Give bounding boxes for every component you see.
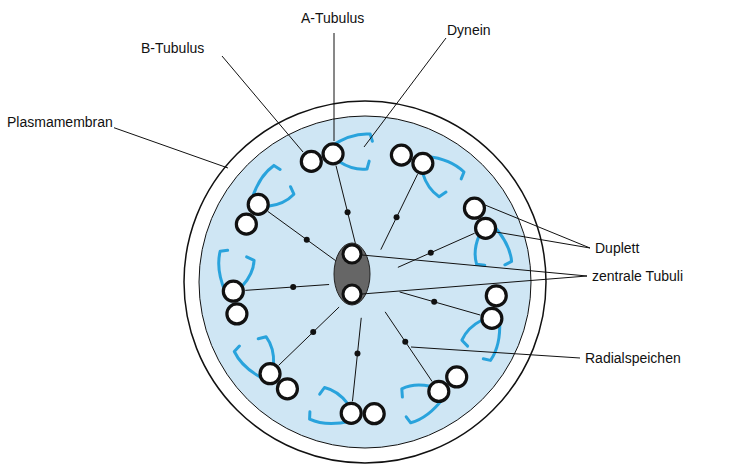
leader-line	[485, 205, 590, 248]
spoke-head	[304, 237, 310, 243]
leader-line	[364, 38, 446, 147]
cytoplasm	[199, 116, 531, 448]
spoke-head	[394, 214, 400, 220]
leader-line	[222, 56, 303, 152]
spoke-head	[402, 339, 408, 345]
radial-spoke	[268, 211, 336, 260]
inner-dynein-arm	[242, 257, 254, 287]
plasma-membrane	[184, 101, 546, 463]
leader-line	[362, 255, 587, 276]
spoke-head	[354, 351, 360, 357]
spoke-head	[290, 284, 296, 290]
b-tubule	[391, 145, 411, 165]
a-tubule	[482, 308, 502, 328]
b-tubule	[301, 151, 321, 171]
leader-line	[496, 232, 590, 248]
b-tubule	[227, 304, 247, 324]
spoke-head	[428, 250, 434, 256]
inner-dynein-arm	[475, 236, 485, 265]
radial-spoke	[352, 318, 361, 402]
leader-lines	[112, 33, 590, 358]
inner-dynein-arm	[268, 187, 294, 207]
a-tubule	[413, 153, 433, 173]
part-label: zentrale Tubuli	[591, 268, 684, 284]
inner-dynein-arm	[402, 385, 430, 397]
part-label: Duplett	[594, 240, 640, 256]
central-sheath	[334, 243, 370, 305]
radial-spoke	[336, 166, 356, 248]
spoke-head	[431, 299, 437, 305]
inner-dynein-arm	[339, 161, 369, 169]
inner-dynein-arm	[258, 337, 273, 365]
leader-line	[112, 127, 228, 168]
inner-dynein-arm	[423, 173, 446, 196]
leader-line	[334, 33, 335, 141]
b-tubule	[464, 198, 484, 218]
radial-spoke	[385, 312, 432, 382]
leader-line	[362, 276, 587, 294]
inner-dynein-arm	[462, 320, 482, 346]
part-label: Plasmamembran	[6, 114, 114, 130]
part-label: A-Tubulus	[300, 10, 365, 26]
spoke-head	[345, 209, 351, 215]
a-tubule	[476, 218, 496, 238]
part-label: Radialspeichen	[584, 350, 682, 366]
b-tubule	[277, 379, 297, 399]
a-tubule	[260, 364, 280, 384]
b-tubule	[447, 367, 467, 387]
b-tubule	[236, 214, 256, 234]
inner-dynein-arm	[320, 388, 348, 404]
b-tubule	[364, 404, 384, 424]
a-tubule	[341, 403, 361, 423]
a-tubule	[429, 381, 449, 401]
central-tubule	[343, 245, 361, 263]
a-tubule	[323, 144, 343, 164]
radial-spoke	[245, 285, 329, 291]
radial-spoke	[381, 174, 418, 249]
radial-spoke	[400, 292, 481, 315]
central-tubule	[343, 285, 361, 303]
part-label: Dynein	[446, 22, 492, 38]
part-label: B-Tubulus	[140, 40, 205, 56]
b-tubule	[486, 286, 506, 306]
radial-spoke	[279, 307, 339, 365]
axoneme-structures	[219, 134, 512, 424]
leader-line	[411, 347, 580, 358]
a-tubule	[223, 281, 243, 301]
spoke-head	[310, 329, 316, 335]
a-tubule	[248, 194, 268, 214]
